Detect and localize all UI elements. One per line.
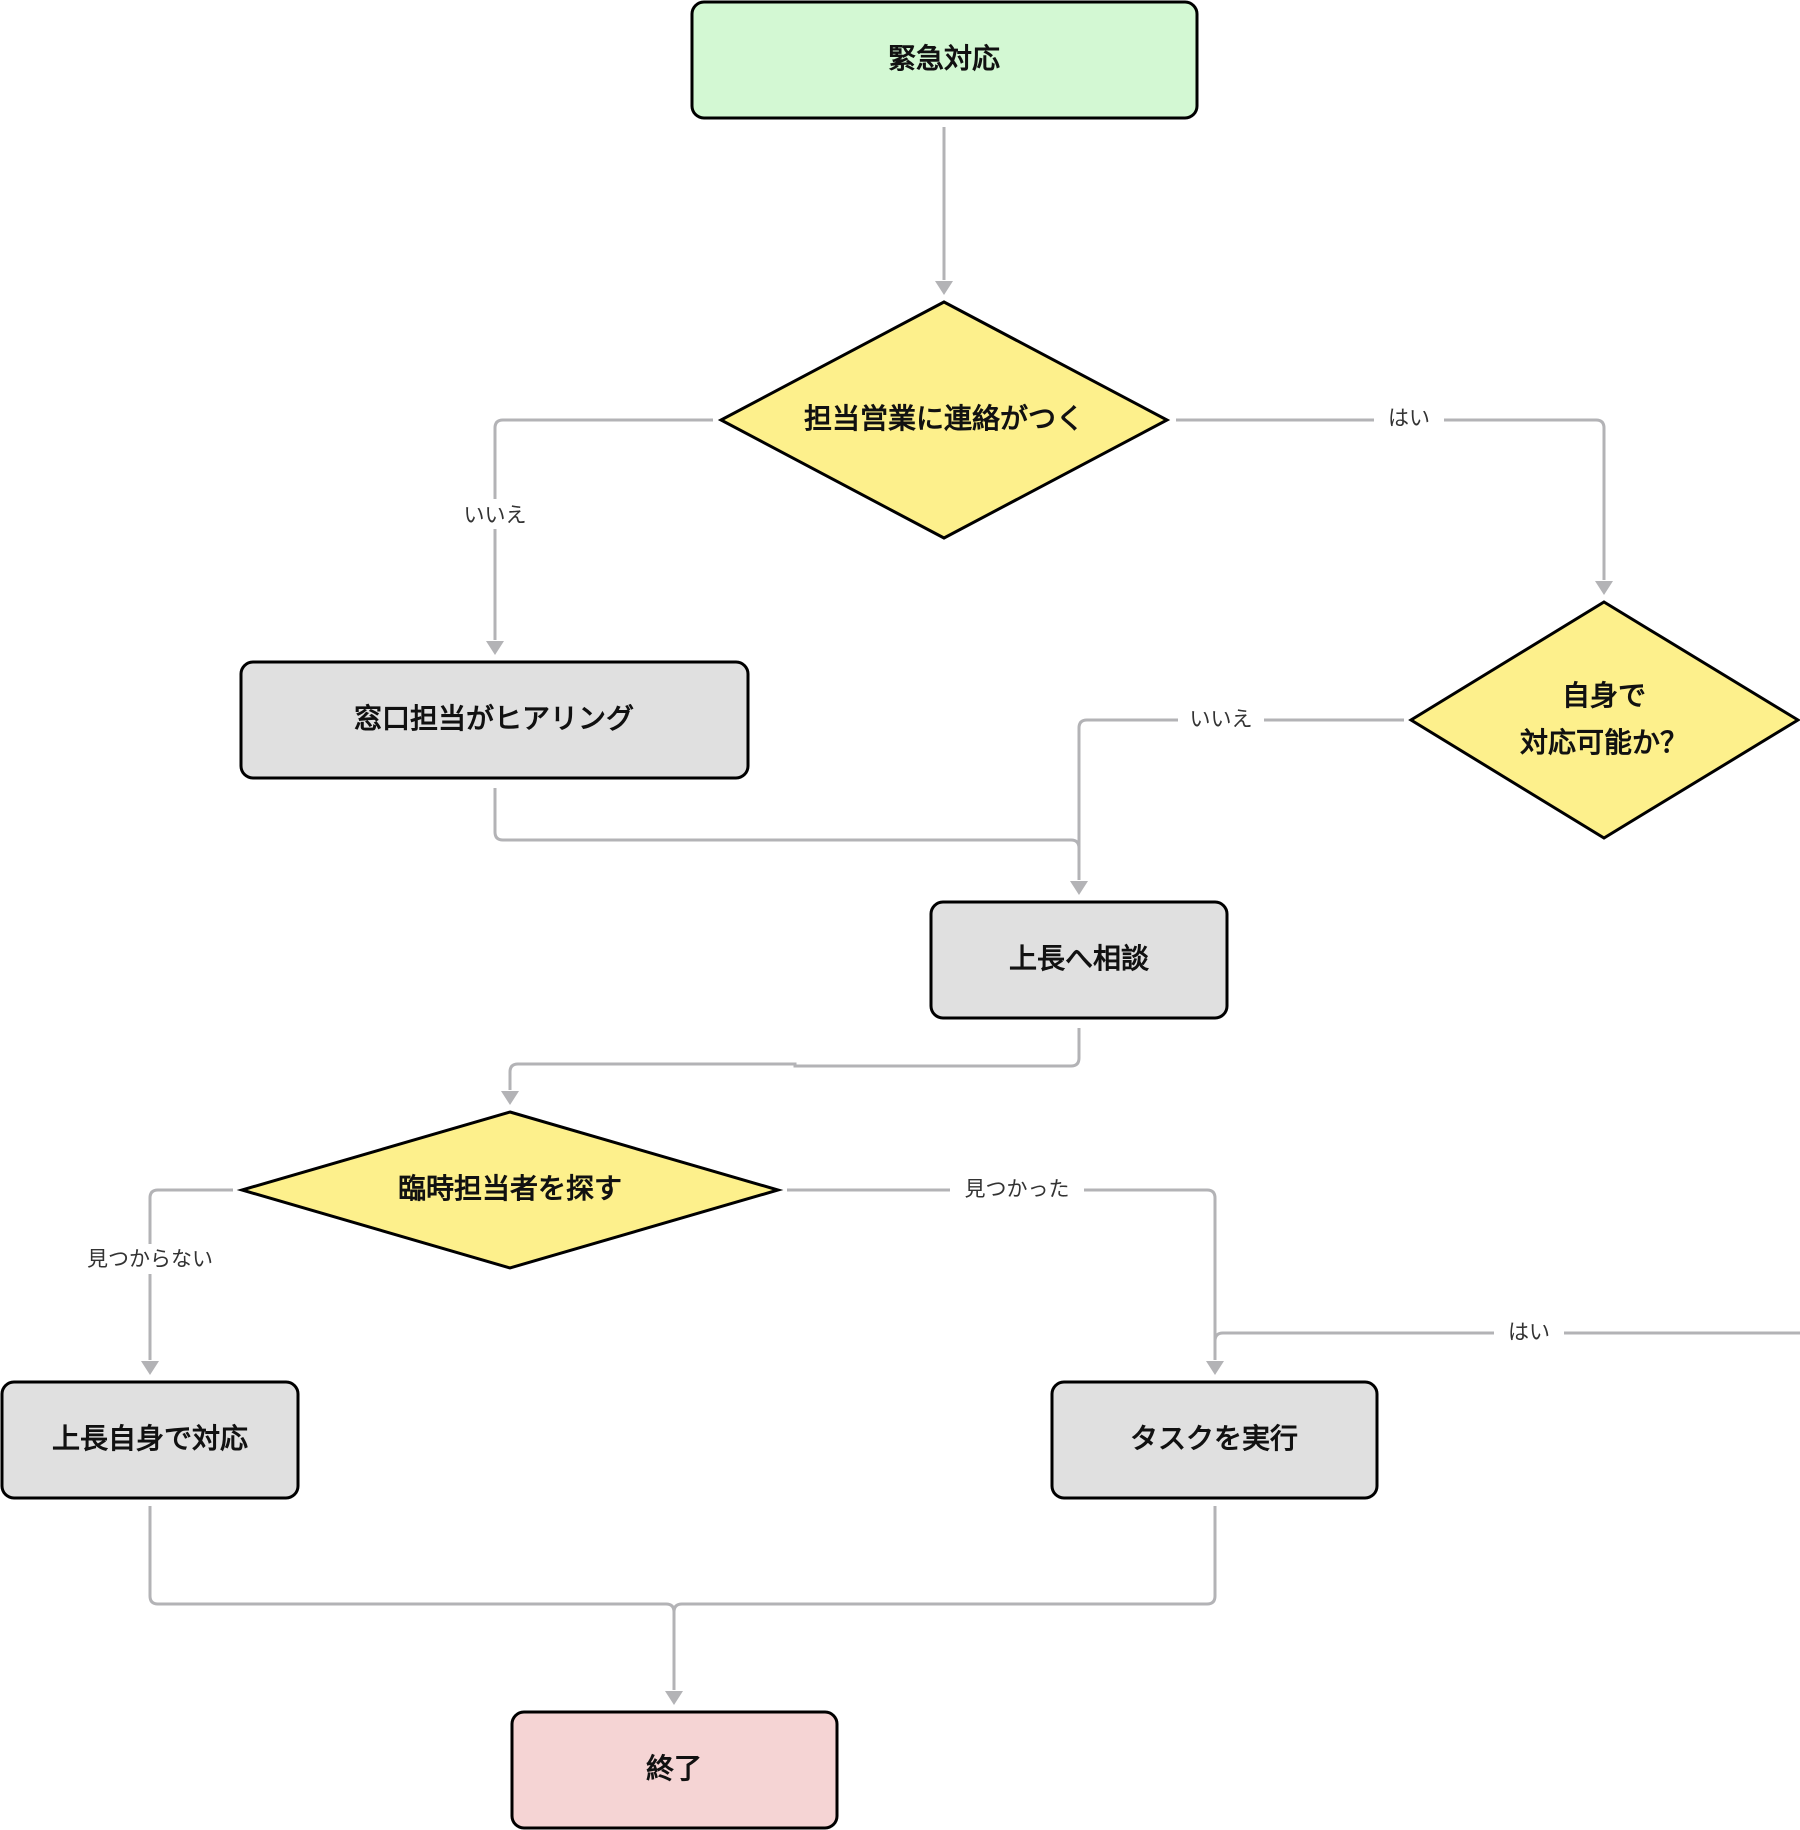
consult-box bbox=[929, 900, 1229, 1020]
arrowhead-end bbox=[665, 1691, 683, 1705]
edge-label-find-not-found: 見つからない bbox=[87, 1247, 213, 1271]
start-box bbox=[690, 0, 1199, 120]
decision-find-diamond bbox=[236, 1110, 784, 1270]
decision-self-line1: 自身で bbox=[1562, 679, 1646, 712]
edge-find-not-found bbox=[148, 1188, 233, 1360]
decision-self-diamond bbox=[1408, 600, 1800, 840]
edge-boss-to-end bbox=[148, 1506, 676, 1613]
node-execute[interactable]: タスクを実行 bbox=[1050, 1380, 1379, 1500]
decision-self-line2: 対応可能か？ bbox=[1520, 726, 1688, 759]
execute-box bbox=[1050, 1380, 1379, 1500]
node-start[interactable]: 緊急対応 bbox=[690, 0, 1199, 120]
arrowhead-consult bbox=[1070, 881, 1088, 895]
edge-hearing-to-consult bbox=[493, 788, 1081, 849]
node-end[interactable]: 終了 bbox=[510, 1710, 839, 1830]
arrowhead-find bbox=[501, 1091, 519, 1105]
hearing-label: 窓口担当がヒアリング bbox=[354, 702, 634, 735]
edge-contact-no bbox=[493, 418, 713, 640]
edge-label-self-no: いいえ bbox=[1190, 707, 1253, 731]
edge-find-found bbox=[787, 1188, 1217, 1360]
boss-self-box bbox=[0, 1380, 300, 1500]
edge-consult-to-find bbox=[508, 1028, 1081, 1090]
edge-self-no bbox=[1077, 718, 1404, 880]
start-label: 緊急対応 bbox=[888, 42, 1000, 75]
node-consult[interactable]: 上長へ相談 bbox=[929, 900, 1229, 1020]
edge-labels: いいえ はい いいえ 見つからない 見つかった はい bbox=[72, 404, 1564, 1348]
arrowhead-boss-self bbox=[141, 1361, 159, 1375]
edge-self-yes bbox=[1213, 1331, 1800, 1342]
end-label: 終了 bbox=[646, 1752, 702, 1785]
arrowhead-execute bbox=[1206, 1361, 1224, 1375]
consult-label: 上長へ相談 bbox=[1009, 942, 1150, 975]
execute-label: タスクを実行 bbox=[1130, 1422, 1298, 1455]
decision-contact-diamond bbox=[717, 300, 1171, 540]
node-decision-find[interactable]: 臨時担当者を探す bbox=[236, 1110, 784, 1270]
end-box bbox=[510, 1710, 839, 1830]
decision-contact-label: 担当営業に連絡がつく bbox=[804, 402, 1084, 435]
hearing-box bbox=[239, 660, 750, 780]
edges bbox=[141, 127, 1800, 1705]
edge-contact-yes bbox=[1176, 418, 1606, 580]
node-decision-self[interactable]: 自身で 対応可能か？ bbox=[1408, 600, 1800, 840]
arrowhead-self bbox=[1595, 581, 1613, 595]
arrowhead-contact bbox=[935, 281, 953, 295]
node-boss-self[interactable]: 上長自身で対応 bbox=[0, 1380, 300, 1500]
edge-label-find-found: 見つかった bbox=[965, 1177, 1070, 1201]
edge-execute-to-end bbox=[672, 1506, 1217, 1690]
decision-find-label: 臨時担当者を探す bbox=[398, 1172, 622, 1205]
node-hearing[interactable]: 窓口担当がヒアリング bbox=[239, 660, 750, 780]
arrowhead-hearing bbox=[486, 641, 504, 655]
edge-label-contact-yes: はい bbox=[1388, 406, 1430, 430]
edge-label-contact-no: いいえ bbox=[464, 503, 527, 527]
node-decision-contact[interactable]: 担当営業に連絡がつく bbox=[717, 300, 1171, 540]
boss-self-label: 上長自身で対応 bbox=[52, 1422, 248, 1455]
edge-label-self-yes: はい bbox=[1508, 1320, 1550, 1344]
